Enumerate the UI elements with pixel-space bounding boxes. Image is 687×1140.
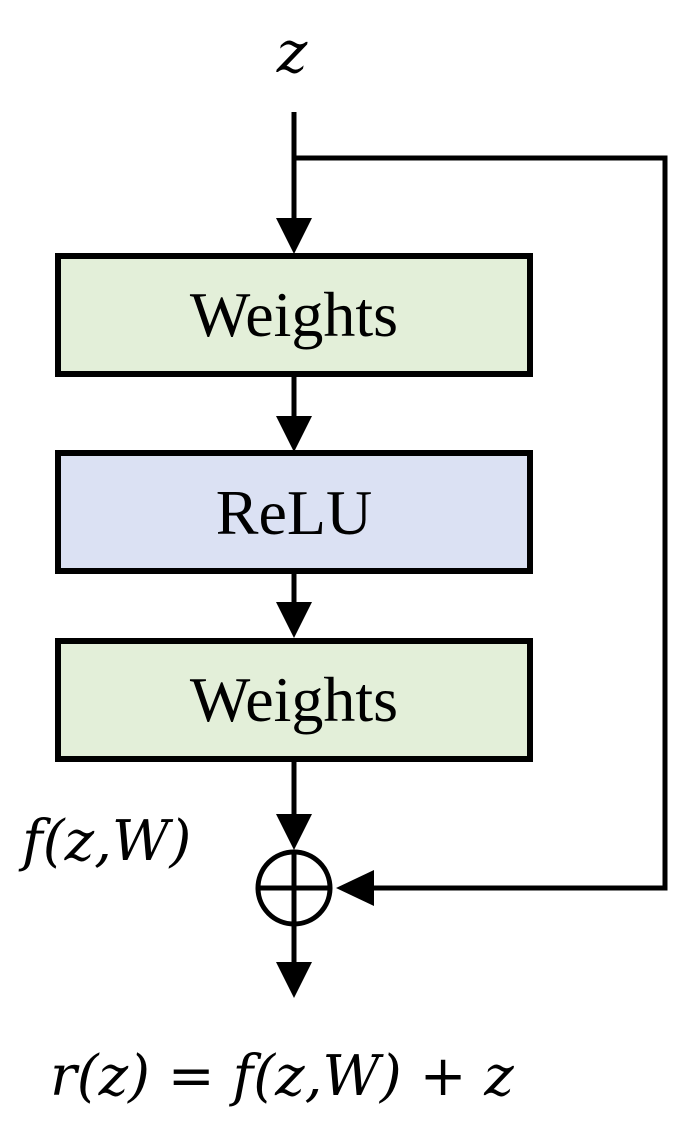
output-arrowhead: [276, 962, 312, 998]
output-formula: r(z) = f(z,W) + z: [50, 1044, 514, 1109]
weights-block-2: Weights: [55, 638, 533, 762]
relu-block-label: ReLU: [216, 477, 372, 548]
relu-block: ReLU: [55, 450, 533, 574]
skip-connection-line: [294, 155, 668, 891]
sum-node: [255, 849, 333, 927]
weights-block-2-label: Weights: [190, 664, 398, 735]
input-label: z: [276, 18, 308, 86]
weights-block-1-label: Weights: [190, 279, 398, 350]
arrow-into-weights-1: [276, 218, 312, 254]
weights-block-1: Weights: [55, 253, 533, 377]
skip-arrowhead: [336, 870, 374, 906]
arrow-into-weights-2: [276, 602, 312, 638]
arrow-into-relu: [276, 416, 312, 452]
arrow-into-sum: [276, 814, 312, 850]
branch-label: f(z,W): [18, 809, 191, 874]
